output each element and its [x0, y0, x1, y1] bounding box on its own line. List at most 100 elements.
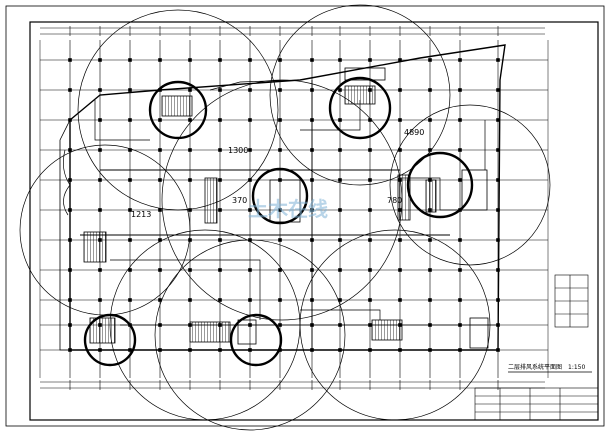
column-marker [398, 148, 402, 152]
column-marker [158, 148, 162, 152]
column-marker [458, 148, 462, 152]
column-marker [68, 58, 72, 62]
column-marker [338, 58, 342, 62]
column-marker [98, 148, 102, 152]
coverage-circle-center [161, 79, 403, 321]
column-marker [278, 268, 282, 272]
column-marker [128, 268, 132, 272]
duct-north-branch [300, 100, 361, 131]
drawing-title: 二层排风系统平面图 [508, 363, 562, 371]
exhaust-ducts [94, 79, 486, 320]
column-marker [248, 88, 252, 92]
column-marker [128, 238, 132, 242]
column-marker [188, 88, 192, 92]
exhaust-outlet-nw [148, 80, 208, 140]
duct-nw [94, 100, 150, 141]
column-marker [310, 58, 314, 62]
column-marker [98, 298, 102, 302]
column-marker [368, 298, 372, 302]
column-marker [338, 148, 342, 152]
column-marker [218, 148, 222, 152]
sheet-border [5, 5, 605, 427]
west-curved-wall [63, 149, 71, 216]
column-marker [428, 268, 432, 272]
column-marker [368, 208, 372, 212]
title-block [474, 387, 599, 421]
column-marker [68, 88, 72, 92]
column-marker [188, 238, 192, 242]
column-marker [368, 238, 372, 242]
column-marker [278, 148, 282, 152]
dimension-lines [39, 27, 549, 389]
column-marker [218, 208, 222, 212]
column-marker [248, 178, 252, 182]
column-marker [338, 118, 342, 122]
column-marker [428, 238, 432, 242]
column-marker [158, 178, 162, 182]
column-marker [458, 178, 462, 182]
column-marker [98, 268, 102, 272]
column-marker [398, 118, 402, 122]
building-outline [59, 44, 506, 351]
column-marker [338, 238, 342, 242]
stair-w [83, 231, 107, 263]
column-marker [458, 88, 462, 92]
column-marker [458, 268, 462, 272]
column-marker [368, 148, 372, 152]
legend-table [554, 274, 589, 328]
column-marker [428, 298, 432, 302]
column-marker [98, 118, 102, 122]
shaft-n [344, 67, 386, 81]
exhaust-outlet-n [328, 76, 392, 140]
column-marker [398, 298, 402, 302]
column-marker [338, 268, 342, 272]
column-marker [188, 208, 192, 212]
column-marker [368, 268, 372, 272]
exhaust-outlets [83, 76, 474, 367]
area-label-5: 780 [387, 196, 402, 205]
column-marker [158, 58, 162, 62]
column-marker [496, 58, 500, 62]
building-perimeter [69, 44, 506, 351]
drawing-scale: 1:150 [568, 364, 585, 371]
stair-s [189, 321, 231, 343]
area-label-3: 1213 [131, 210, 151, 219]
column-marker [128, 178, 132, 182]
se-shaft [469, 317, 489, 349]
column-marker [158, 118, 162, 122]
column-marker [188, 148, 192, 152]
column-marker [368, 178, 372, 182]
column-marker [98, 88, 102, 92]
column-marker [496, 88, 500, 92]
column-marker [248, 58, 252, 62]
coverage-circle-nw [77, 9, 279, 211]
column-marker [248, 208, 252, 212]
column-marker [218, 178, 222, 182]
column-marker [368, 58, 372, 62]
column-marker [278, 58, 282, 62]
coverage-circle-w [19, 144, 191, 316]
column-marker [278, 88, 282, 92]
column-marker [98, 208, 102, 212]
area-label-4: 370 [232, 196, 247, 205]
column-marker [98, 178, 102, 182]
column-marker [458, 118, 462, 122]
fan-room-s [237, 319, 257, 345]
column-marker [128, 58, 132, 62]
column-marker [158, 208, 162, 212]
column-marker [248, 268, 252, 272]
coverage-circle-n [269, 4, 451, 186]
column-marker [338, 88, 342, 92]
inner-frame [29, 21, 599, 421]
east-stair [425, 179, 437, 213]
column-marker [218, 268, 222, 272]
coverage-circle-se [299, 229, 491, 421]
duct-south [110, 259, 261, 320]
column-marker [98, 58, 102, 62]
column-marker [278, 298, 282, 302]
column-marker [248, 298, 252, 302]
column-marker [188, 298, 192, 302]
column-marker [458, 298, 462, 302]
stair-se [371, 319, 403, 341]
